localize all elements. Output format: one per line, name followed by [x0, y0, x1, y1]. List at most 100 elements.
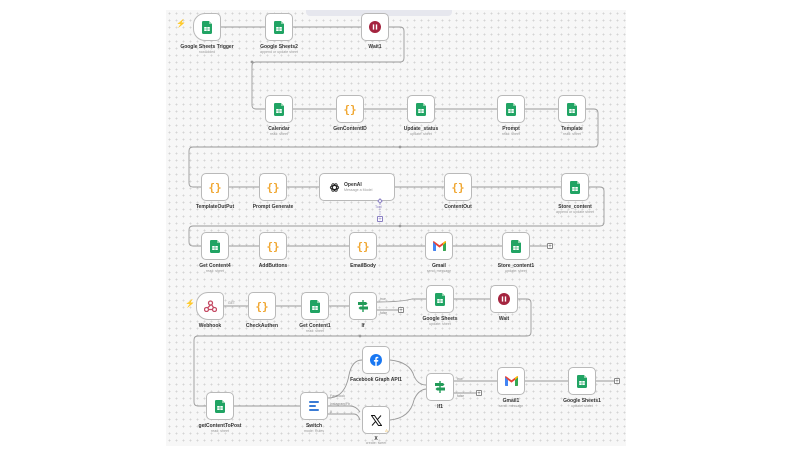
- node-if1[interactable]: [426, 373, 454, 401]
- wire: [389, 388, 427, 421]
- node-label: AddButtons: [258, 263, 288, 269]
- node-store-content1[interactable]: [502, 232, 530, 260]
- gmail-icon: [432, 241, 446, 251]
- tool-label: Tool: [375, 205, 382, 209]
- output-label: false: [380, 311, 388, 315]
- node-label: Facebook Graph API1: [350, 377, 402, 383]
- output-label: true: [457, 377, 463, 381]
- node-label: getContentToPost: [198, 423, 242, 429]
- node-label: Gmail: [432, 263, 446, 269]
- node-addbuttons[interactable]: {}: [259, 232, 287, 260]
- node-gencontentid[interactable]: {}: [336, 95, 364, 123]
- node-subtitle: append or update sheet: [260, 50, 298, 54]
- node-label: ContentOut: [444, 204, 472, 210]
- node-subtitle: append or update sheet: [556, 210, 594, 214]
- code-braces-icon: {}: [451, 180, 465, 194]
- branch-signpost-icon: [357, 300, 369, 312]
- node-label: Google Sheets: [422, 316, 458, 322]
- node-label: TemplateOutPut: [195, 204, 235, 210]
- node-get-content4[interactable]: [201, 232, 229, 260]
- node-label: Update_status: [403, 126, 439, 132]
- add-node-button[interactable]: +: [398, 307, 404, 314]
- node-subtitle: read: sheet: [206, 269, 224, 273]
- add-tool-button[interactable]: +: [377, 216, 383, 223]
- node-subtitle: read: sheet: [502, 132, 520, 136]
- node-subtitle: update: sheet: [429, 322, 451, 326]
- node-openai[interactable]: OpenAI Message a Model: [319, 173, 395, 201]
- pause-icon: [369, 21, 381, 33]
- node-subtitle: read: sheet: [563, 132, 581, 136]
- node-google-sheets2[interactable]: [265, 13, 293, 41]
- node-store-content[interactable]: [561, 173, 589, 201]
- output-label: Facebook: [330, 394, 345, 398]
- wire: [328, 413, 361, 421]
- add-node-button[interactable]: +: [547, 243, 553, 250]
- node-switch[interactable]: [300, 392, 328, 420]
- workflow-canvas[interactable]: [166, 10, 626, 446]
- facebook-icon: [370, 354, 382, 366]
- node-subtitle: send: message: [498, 404, 524, 408]
- node-label: Store_content1: [497, 263, 535, 269]
- google-sheets-icon: [506, 102, 516, 116]
- node-label: CheckAuthen: [245, 323, 279, 329]
- google-sheets-icon: [210, 239, 220, 253]
- google-sheets-icon: [511, 239, 521, 253]
- node-label: Calendar: [268, 126, 290, 132]
- node-calendar[interactable]: [265, 95, 293, 123]
- gmail-icon: [504, 376, 518, 386]
- node-webhook[interactable]: [196, 292, 224, 320]
- node-gmail[interactable]: [425, 232, 453, 260]
- wire: [188, 108, 599, 188]
- node-subtitle: create: tweet: [365, 441, 387, 445]
- node-google-sheets1[interactable]: [568, 367, 596, 395]
- trigger-bolt-icon: ⚡: [176, 19, 186, 28]
- node-emailbody[interactable]: {}: [349, 232, 377, 260]
- add-node-button[interactable]: +: [614, 378, 620, 385]
- output-label: true: [380, 297, 386, 301]
- node-wait[interactable]: [490, 285, 518, 313]
- node-label: Gmail1: [502, 398, 520, 404]
- node-x[interactable]: [362, 406, 390, 434]
- node-label: Get Content1: [299, 323, 331, 329]
- node-update-status[interactable]: [407, 95, 435, 123]
- trigger-bolt-icon: ⚡: [185, 299, 195, 308]
- node-label: Prompt Generate: [252, 204, 294, 210]
- node-gmail1[interactable]: [497, 367, 525, 395]
- code-braces-icon: {}: [356, 239, 370, 253]
- node-label: If1: [437, 404, 443, 410]
- node-subtitle: update: sheet: [410, 132, 432, 136]
- node-prompt-generate[interactable]: {}: [259, 173, 287, 201]
- code-braces-icon: {}: [208, 180, 222, 194]
- output-label: false: [457, 394, 465, 398]
- wire: [188, 186, 605, 247]
- add-node-button[interactable]: +: [476, 390, 482, 397]
- node-prompt[interactable]: [497, 95, 525, 123]
- wire: [327, 359, 363, 399]
- node-google-sheets[interactable]: [426, 285, 454, 313]
- node-facebook-graph-api1[interactable]: [362, 346, 390, 374]
- node-subtitle: mode: Rules: [303, 429, 325, 433]
- wire: [376, 298, 426, 303]
- node-label: Google Sheets Trigger: [180, 44, 234, 50]
- node-getcontenttopost[interactable]: [206, 392, 234, 420]
- node-label: Prompt: [502, 126, 520, 132]
- code-braces-icon: {}: [266, 180, 280, 194]
- node-if[interactable]: [349, 292, 377, 320]
- node-templateoutput[interactable]: {}: [201, 173, 229, 201]
- node-subtitle: rowAdded: [198, 50, 216, 54]
- google-sheets-icon: [435, 292, 445, 306]
- node-checkauthen[interactable]: {}: [248, 292, 276, 320]
- code-braces-icon: {}: [266, 239, 280, 253]
- node-google-sheets-trigger[interactable]: [193, 13, 221, 41]
- webhook-icon: [203, 300, 217, 312]
- google-sheets-icon: [570, 180, 580, 194]
- wire: [251, 26, 405, 110]
- node-template[interactable]: [558, 95, 586, 123]
- node-label: EmailBody: [350, 263, 376, 269]
- node-get-content1[interactable]: [301, 292, 329, 320]
- node-contentout[interactable]: {}: [444, 173, 472, 201]
- node-subtitle: read: sheet: [306, 329, 324, 333]
- node-label: Webhook: [198, 323, 222, 329]
- node-wait1[interactable]: [361, 13, 389, 41]
